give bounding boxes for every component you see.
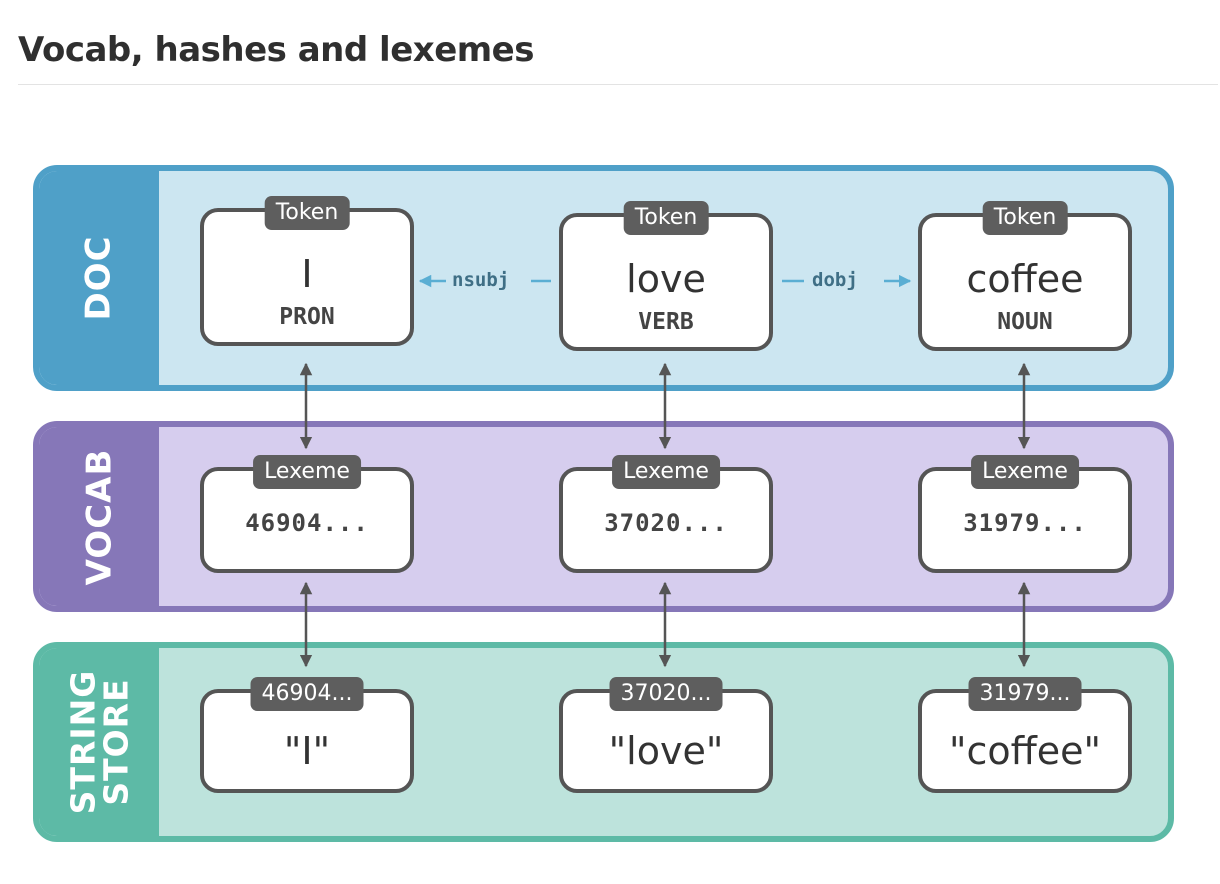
token-box: Token I PRON bbox=[200, 196, 414, 346]
lexeme-hash: 37020... bbox=[604, 509, 728, 537]
doc-layer-label-band: DOC bbox=[39, 171, 159, 385]
token-text: coffee bbox=[966, 257, 1084, 301]
token-pos: VERB bbox=[638, 309, 694, 335]
token-tag: Token bbox=[982, 201, 1068, 235]
lexeme-tag: Lexeme bbox=[971, 455, 1079, 489]
string-hash-tag: 46904... bbox=[250, 677, 364, 711]
string-box: 37020... "love" bbox=[559, 677, 773, 793]
token-box: Token coffee NOUN bbox=[918, 201, 1132, 351]
string-store-layer-label-band: STRING STORE bbox=[39, 648, 159, 836]
lexeme-hash: 31979... bbox=[963, 509, 1087, 537]
title-divider bbox=[18, 84, 1218, 85]
lexeme-box: Lexeme 46904... bbox=[200, 455, 414, 573]
page-title: Vocab, hashes and lexemes bbox=[18, 30, 534, 70]
token-tag: Token bbox=[623, 201, 709, 235]
lexeme-box: Lexeme 37020... bbox=[559, 455, 773, 573]
lexeme-tag: Lexeme bbox=[612, 455, 720, 489]
string-text: "coffee" bbox=[948, 729, 1102, 773]
relation-label-nsubj: nsubj bbox=[452, 269, 510, 291]
token-box: Token love VERB bbox=[559, 201, 773, 351]
string-text: "I" bbox=[283, 729, 331, 773]
token-text: love bbox=[626, 257, 706, 301]
string-hash-tag: 31979... bbox=[968, 677, 1082, 711]
string-text: "love" bbox=[608, 729, 724, 773]
token-tag: Token bbox=[264, 196, 350, 230]
token-pos: NOUN bbox=[997, 309, 1053, 335]
lexeme-hash: 46904... bbox=[245, 509, 369, 537]
token-pos: PRON bbox=[279, 304, 335, 330]
string-box: 31979... "coffee" bbox=[918, 677, 1132, 793]
vocab-layer-label-band: VOCAB bbox=[39, 427, 159, 606]
lexeme-tag: Lexeme bbox=[253, 455, 361, 489]
token-text: I bbox=[301, 252, 313, 296]
string-hash-tag: 37020... bbox=[609, 677, 723, 711]
lexeme-box: Lexeme 31979... bbox=[918, 455, 1132, 573]
relation-label-dobj: dobj bbox=[812, 269, 858, 291]
string-box: 46904... "I" bbox=[200, 677, 414, 793]
